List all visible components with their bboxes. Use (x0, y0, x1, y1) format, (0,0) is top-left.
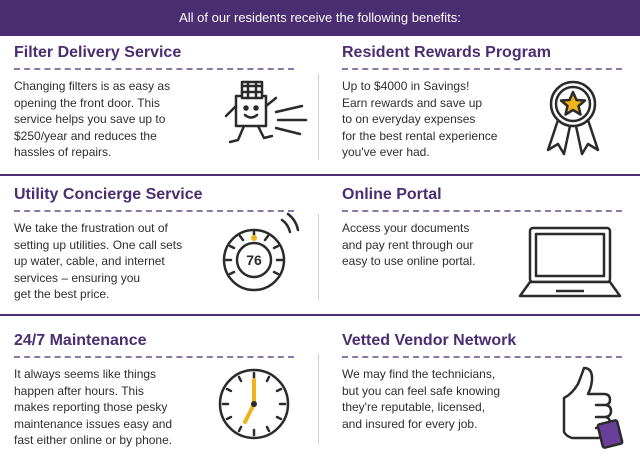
benefit-description: We take the frustration out of setting u… (14, 221, 183, 301)
benefit-title: 24/7 Maintenance (14, 332, 147, 349)
benefit-description: We may find the technicians, but you can… (342, 367, 501, 431)
benefit-filter-delivery: Filter Delivery Service Changing filters… (14, 44, 314, 161)
dashed-divider (342, 68, 622, 70)
award-ribbon-star-icon (546, 80, 600, 156)
column-divider (318, 214, 319, 300)
laptop-icon (518, 226, 622, 298)
benefit-description: Up to $4000 in Savings! Earn rewards and… (342, 79, 498, 159)
benefit-description: Access your documents and pay rent throu… (342, 221, 476, 268)
dashed-divider (14, 210, 294, 212)
column-divider (318, 354, 319, 444)
benefit-maintenance: 24/7 Maintenance It always seems like th… (14, 332, 314, 449)
dashed-divider (342, 210, 622, 212)
row-divider (0, 314, 640, 316)
benefit-online-portal: Online Portal Access your documents and … (342, 186, 640, 270)
thumbs-up-icon (562, 366, 624, 449)
benefits-banner: All of our residents receive the followi… (0, 0, 640, 36)
dashed-divider (342, 356, 622, 358)
row-divider (0, 174, 640, 176)
benefit-description: Changing filters is as easy as opening t… (14, 79, 171, 159)
benefit-description: It always seems like things happen after… (14, 367, 173, 447)
benefit-title: Vetted Vendor Network (342, 332, 517, 349)
dashed-divider (14, 68, 294, 70)
column-divider (318, 74, 319, 160)
thermostat-reading: 76 (246, 252, 262, 268)
benefit-resident-rewards: Resident Rewards Program Up to $4000 in … (342, 44, 640, 161)
dashed-divider (14, 356, 294, 358)
filter-box-running-icon (224, 80, 308, 144)
benefit-title: Online Portal (342, 186, 442, 203)
benefit-utility-concierge: Utility Concierge Service We take the fr… (14, 186, 314, 303)
benefit-vetted-vendor-network: Vetted Vendor Network We may find the te… (342, 332, 640, 432)
benefit-title: Filter Delivery Service (14, 44, 182, 61)
benefit-title: Resident Rewards Program (342, 44, 551, 61)
benefit-title: Utility Concierge Service (14, 186, 203, 203)
clock-icon (218, 368, 290, 440)
thermostat-icon: 76 (222, 212, 300, 292)
